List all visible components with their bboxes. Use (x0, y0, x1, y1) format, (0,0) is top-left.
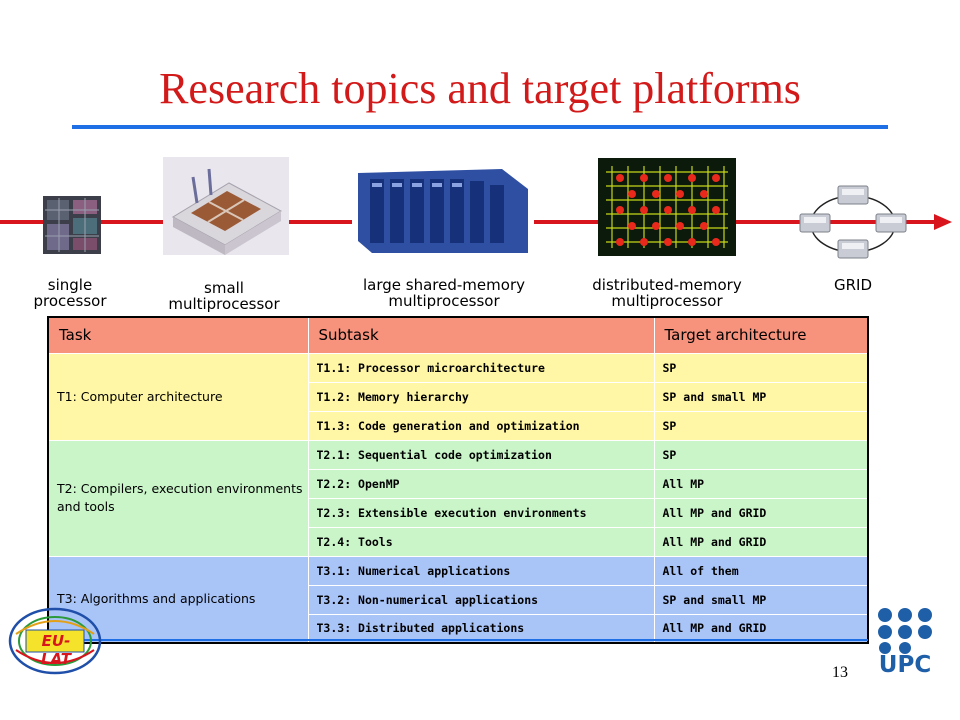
server-rack-icon (352, 165, 534, 257)
upc-logo-text: UPC (878, 652, 932, 678)
mesh-network-icon (598, 158, 736, 256)
table-row: T3: Algorithms and applications T3.1: Nu… (47, 555, 869, 644)
task-cell: T1: Computer architecture (47, 352, 309, 441)
page-number: 13 (832, 664, 848, 681)
table-row: T2.3: Extensible execution environments … (48, 497, 869, 528)
subtask-cell: T1.3: Code generation and optimization (307, 410, 655, 441)
slide-title: Research topics and target platforms (159, 64, 801, 113)
subtask-cell: T3.1: Numerical applications (307, 555, 655, 586)
target-cell: SP (653, 410, 869, 441)
subtask-cell: T2.2: OpenMP (307, 468, 655, 499)
target-cell: SP (653, 352, 869, 383)
subtask-cell: T2.3: Extensible execution environments (307, 497, 655, 528)
platform-label-large-shared-memory: large shared-memory multiprocessor (363, 276, 525, 310)
eu-lat-logo-text: EU-LAT (41, 632, 71, 668)
target-cell: All MP and GRID (653, 526, 869, 557)
subtask-cell: T3.2: Non-numerical applications (307, 584, 655, 615)
platform-label-single-processor: single processor (33, 276, 107, 310)
target-cell: SP (653, 439, 869, 470)
table-row: T2.2: OpenMP All MP (48, 468, 869, 499)
subtask-cell: T3.3: Distributed applications (307, 613, 655, 644)
subtask-cell: T2.1: Sequential code optimization (307, 439, 655, 470)
platform-label-grid: GRID (833, 276, 873, 294)
header-target-architecture: Target architecture (653, 316, 869, 354)
grid-network-icon (798, 182, 908, 266)
target-cell: All of them (653, 555, 869, 586)
footer-rule (82, 639, 868, 641)
subtask-cell: T1.1: Processor microarchitecture (307, 352, 655, 383)
platform-label-small-multiprocessor: small multiprocessor (168, 279, 280, 313)
table-row: T2.4: Tools All MP and GRID (48, 526, 869, 557)
target-cell: All MP and GRID (653, 497, 869, 528)
target-cell: All MP (653, 468, 869, 499)
chip-icon (43, 196, 101, 254)
header-task: Task (47, 316, 309, 354)
task-cell: T2: Compilers, execution environments an… (47, 439, 309, 557)
multiprocessor-board-icon (163, 157, 289, 255)
table-row: T3.3: Distributed applications All MP an… (48, 613, 869, 644)
title-underline (72, 125, 888, 129)
target-cell: All MP and GRID (653, 613, 869, 644)
subtask-cell: T1.2: Memory hierarchy (307, 381, 655, 412)
upc-logo: UPC (874, 606, 936, 678)
eu-lat-logo: EU-LAT (6, 604, 104, 678)
table-row: T1.3: Code generation and optimization S… (48, 410, 869, 441)
task-table: Task Subtask Target architecture T1: Com… (47, 316, 869, 644)
target-cell: SP and small MP (653, 381, 869, 412)
target-cell: SP and small MP (653, 584, 869, 615)
table-header-row: Task Subtask Target architecture (47, 316, 869, 354)
platform-arrowhead-icon (934, 214, 952, 230)
table-row: T3.2: Non-numerical applications SP and … (48, 584, 869, 615)
header-subtask: Subtask (307, 316, 655, 354)
task-cell: T3: Algorithms and applications (47, 555, 309, 644)
table-row: T1: Computer architecture T1.1: Processo… (47, 352, 869, 441)
table-row: T2: Compilers, execution environments an… (47, 439, 869, 557)
platform-label-distributed-memory: distributed-memory multiprocessor (592, 276, 742, 310)
subtask-cell: T2.4: Tools (307, 526, 655, 557)
table-row: T1.2: Memory hierarchy SP and small MP (48, 381, 869, 412)
